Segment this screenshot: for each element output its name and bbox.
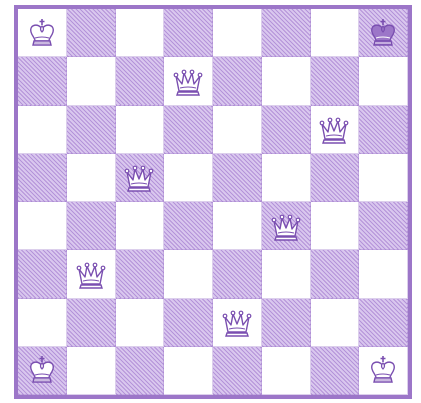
square-a4[interactable] — [18, 202, 67, 250]
square-e5[interactable] — [213, 154, 262, 202]
square-b5[interactable] — [67, 154, 116, 202]
square-f4[interactable] — [262, 202, 311, 250]
white-queen-icon[interactable] — [221, 306, 253, 338]
square-a2[interactable] — [18, 299, 67, 347]
square-a6[interactable] — [18, 106, 67, 154]
square-h7[interactable] — [359, 57, 408, 105]
square-h6[interactable] — [359, 106, 408, 154]
square-d7[interactable] — [164, 57, 213, 105]
square-d2[interactable] — [164, 299, 213, 347]
square-g7[interactable] — [311, 57, 360, 105]
square-b6[interactable] — [67, 106, 116, 154]
square-b3[interactable] — [67, 250, 116, 298]
square-c2[interactable] — [116, 299, 165, 347]
square-c1[interactable] — [116, 347, 165, 395]
square-b8[interactable] — [67, 9, 116, 57]
square-c7[interactable] — [116, 57, 165, 105]
square-a7[interactable] — [18, 57, 67, 105]
square-d8[interactable] — [164, 9, 213, 57]
white-queen-icon[interactable] — [75, 258, 107, 290]
white-king-icon[interactable] — [367, 354, 399, 386]
square-h1[interactable] — [359, 347, 408, 395]
square-e3[interactable] — [213, 250, 262, 298]
square-g2[interactable] — [311, 299, 360, 347]
square-g4[interactable] — [311, 202, 360, 250]
square-a5[interactable] — [18, 154, 67, 202]
square-d1[interactable] — [164, 347, 213, 395]
black-king-icon[interactable] — [367, 17, 399, 49]
chessboard — [18, 9, 408, 395]
square-d5[interactable] — [164, 154, 213, 202]
square-f3[interactable] — [262, 250, 311, 298]
board-frame — [14, 5, 412, 399]
square-f6[interactable] — [262, 106, 311, 154]
square-c5[interactable] — [116, 154, 165, 202]
square-c6[interactable] — [116, 106, 165, 154]
square-d6[interactable] — [164, 106, 213, 154]
white-king-icon[interactable] — [26, 354, 58, 386]
square-d4[interactable] — [164, 202, 213, 250]
square-g8[interactable] — [311, 9, 360, 57]
square-e8[interactable] — [213, 9, 262, 57]
white-queen-icon[interactable] — [318, 113, 350, 145]
square-h8[interactable] — [359, 9, 408, 57]
square-c8[interactable] — [116, 9, 165, 57]
square-g6[interactable] — [311, 106, 360, 154]
square-g1[interactable] — [311, 347, 360, 395]
square-f1[interactable] — [262, 347, 311, 395]
square-a3[interactable] — [18, 250, 67, 298]
white-king-icon[interactable] — [26, 17, 58, 49]
square-d3[interactable] — [164, 250, 213, 298]
square-b2[interactable] — [67, 299, 116, 347]
square-f5[interactable] — [262, 154, 311, 202]
square-a1[interactable] — [18, 347, 67, 395]
square-g5[interactable] — [311, 154, 360, 202]
square-a8[interactable] — [18, 9, 67, 57]
square-b1[interactable] — [67, 347, 116, 395]
white-queen-icon[interactable] — [123, 161, 155, 193]
square-e2[interactable] — [213, 299, 262, 347]
white-queen-icon[interactable] — [172, 65, 204, 97]
square-b7[interactable] — [67, 57, 116, 105]
square-h5[interactable] — [359, 154, 408, 202]
square-e6[interactable] — [213, 106, 262, 154]
square-h4[interactable] — [359, 202, 408, 250]
square-b4[interactable] — [67, 202, 116, 250]
square-c3[interactable] — [116, 250, 165, 298]
square-e4[interactable] — [213, 202, 262, 250]
square-f2[interactable] — [262, 299, 311, 347]
white-queen-icon[interactable] — [270, 210, 302, 242]
square-e1[interactable] — [213, 347, 262, 395]
square-f8[interactable] — [262, 9, 311, 57]
square-e7[interactable] — [213, 57, 262, 105]
square-f7[interactable] — [262, 57, 311, 105]
square-c4[interactable] — [116, 202, 165, 250]
square-h2[interactable] — [359, 299, 408, 347]
square-g3[interactable] — [311, 250, 360, 298]
square-h3[interactable] — [359, 250, 408, 298]
